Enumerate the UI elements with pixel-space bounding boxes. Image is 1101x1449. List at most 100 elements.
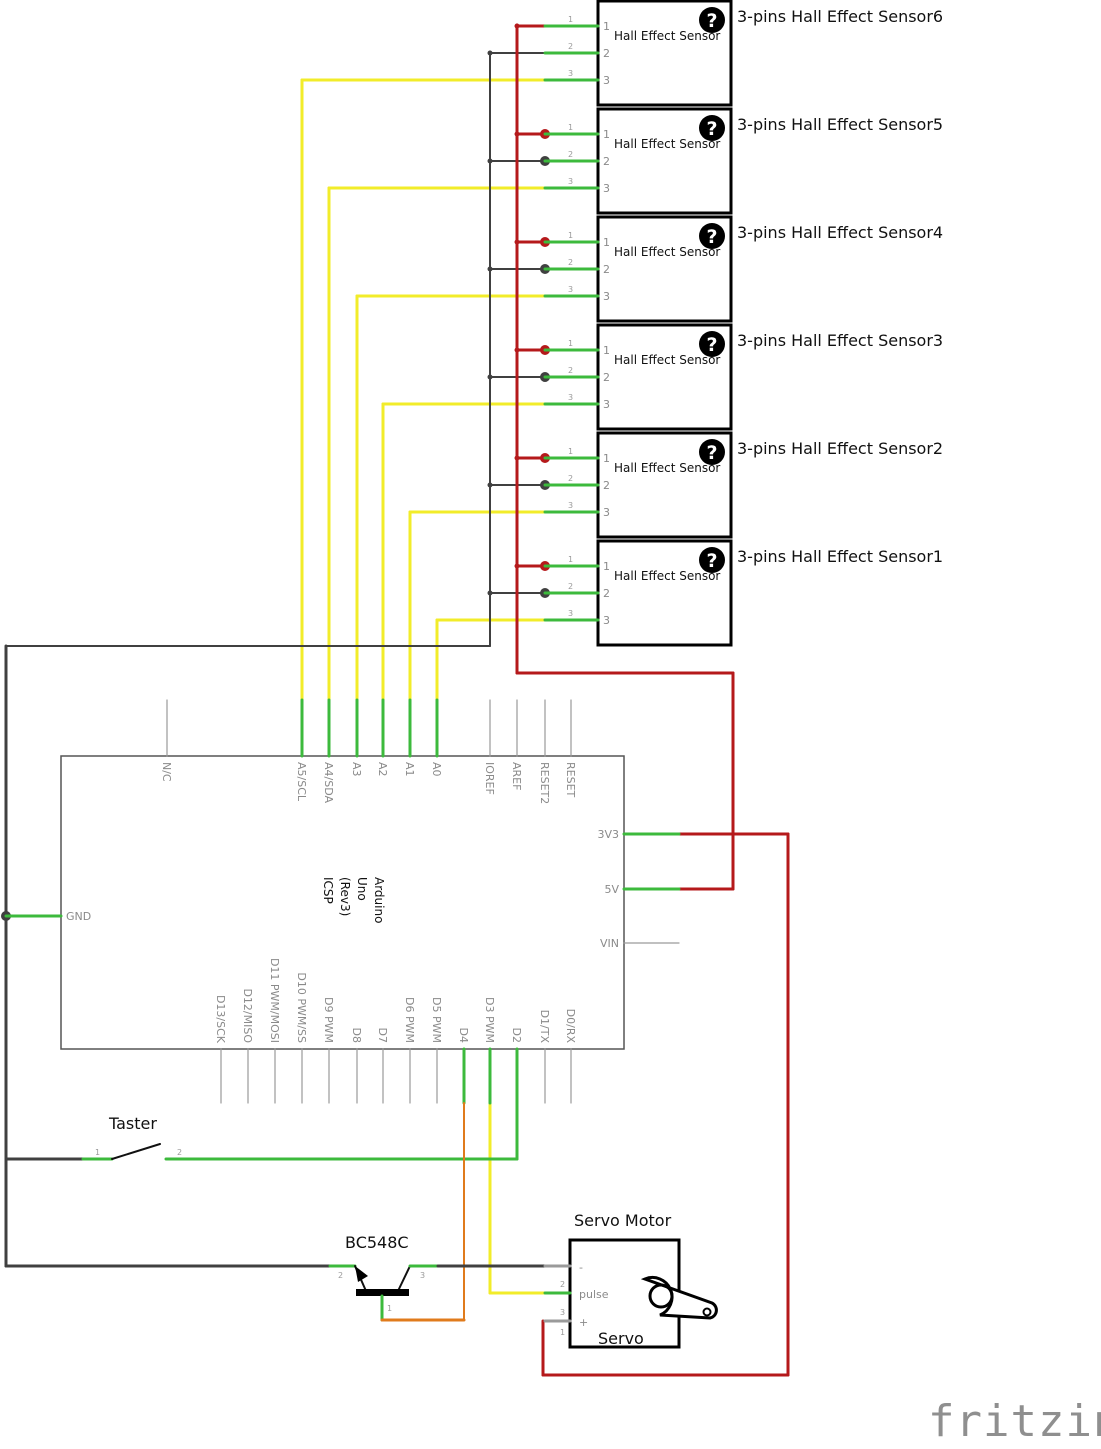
switch-lever — [111, 1143, 161, 1160]
pin-number: 2 — [568, 150, 573, 159]
pin-number: 3 — [568, 177, 573, 186]
pin-label: 2 — [603, 479, 610, 492]
question-icon-glyph: ? — [706, 550, 717, 572]
pin-label: D10 PWM/SS — [295, 972, 308, 1043]
sensor-label: Hall Effect Sensor — [614, 353, 720, 367]
pin-label: 1 — [603, 236, 610, 249]
servo-pin-label: - — [579, 1261, 583, 1274]
emitter-arrow — [355, 1266, 368, 1282]
servo-hub — [648, 1283, 674, 1309]
pin-number: 2 — [568, 474, 573, 483]
pin-number: 2 — [560, 1280, 565, 1289]
pin-label: D2 — [510, 1028, 523, 1043]
question-icon — [699, 331, 725, 357]
pin-label: D3 PWM — [483, 997, 496, 1043]
pin-number: 2 — [568, 258, 573, 267]
question-icon — [699, 7, 725, 33]
transistor-base-bar — [356, 1289, 409, 1296]
pin-number: 1 — [560, 1328, 565, 1337]
question-icon-glyph: ? — [706, 226, 717, 248]
sensor-title: 3-pins Hall Effect Sensor3 — [737, 331, 943, 350]
pin-number: 2 — [338, 1271, 343, 1280]
pin-label: 3 — [603, 398, 610, 411]
sensor-title: 3-pins Hall Effect Sensor6 — [737, 7, 943, 26]
pin-number: 1 — [568, 231, 573, 240]
servo-body — [568, 1238, 681, 1349]
question-icon — [699, 439, 725, 465]
servo-horn-hole — [702, 1307, 712, 1317]
pin-number: 3 — [420, 1271, 425, 1280]
pin-label: 3 — [603, 74, 610, 87]
sensor-label: Hall Effect Sensor — [614, 29, 720, 43]
pin-number: 2 — [568, 366, 573, 375]
pin-number: 1 — [387, 1304, 392, 1313]
pin-label: A5/SCL — [295, 762, 308, 802]
transistor-title: BC548C — [345, 1233, 409, 1252]
wires — [1, 23, 790, 1377]
pin-number: 2 — [568, 42, 573, 51]
pin-number: 1 — [568, 123, 573, 132]
question-icon — [699, 547, 725, 573]
arduino-name: Arduino — [372, 877, 386, 923]
pin-label: RESET2 — [538, 762, 551, 804]
pin-label: A1 — [403, 762, 416, 777]
pin-number: 3 — [568, 609, 573, 618]
collector — [397, 1265, 411, 1292]
servo-pin-label: + — [579, 1316, 588, 1329]
pin-number: 1 — [568, 15, 573, 24]
pin-label: 2 — [603, 587, 610, 600]
pin-label: RESET — [564, 762, 577, 798]
sensor-label: Hall Effect Sensor — [614, 245, 720, 259]
sensor-title: 3-pins Hall Effect Sensor5 — [737, 115, 943, 134]
servo-title: Servo Motor — [574, 1211, 672, 1230]
pin-label: 1 — [603, 128, 610, 141]
question-icon — [699, 115, 725, 141]
fritzing-watermark: fritzing — [928, 1396, 1101, 1447]
arduino-body — [60, 755, 625, 1050]
question-icon-glyph: ? — [706, 118, 717, 140]
pin-number: 3 — [568, 285, 573, 294]
pin-number: 3 — [568, 69, 573, 78]
question-icon-glyph: ? — [706, 442, 717, 464]
pin-number: 2 — [568, 582, 573, 591]
pin-label: 2 — [603, 155, 610, 168]
pin-label: IOREF — [483, 762, 496, 795]
pin-label: GND — [66, 910, 91, 923]
pin-number: 2 — [177, 1148, 182, 1157]
pin-label: 2 — [603, 263, 610, 276]
pin-label: D0/RX — [564, 1009, 577, 1044]
pin-label: 2 — [603, 47, 610, 60]
pin-label: D8 — [350, 1028, 363, 1043]
pin-label: D6 PWM — [403, 997, 416, 1043]
pin-label: 2 — [603, 371, 610, 384]
pin-label: AREF — [510, 762, 523, 790]
pin-label: 1 — [603, 344, 610, 357]
pin-label: D5 PWM — [430, 997, 443, 1043]
pin-label: D11 PWM/MOSI — [268, 958, 281, 1043]
pin-label: 3V3 — [597, 828, 619, 841]
servo-label: Servo — [598, 1329, 644, 1348]
pin-label: A3 — [350, 762, 363, 777]
pin-label: 3 — [603, 614, 610, 627]
pin-label: N/C — [160, 762, 173, 782]
pin-number: 1 — [568, 555, 573, 564]
pin-label: D12/MISO — [241, 988, 254, 1043]
pin-label: D4 — [457, 1028, 470, 1043]
arduino-name: (Rev3) — [338, 877, 352, 916]
pin-label: 1 — [603, 560, 610, 573]
sensor-label: Hall Effect Sensor — [614, 569, 720, 583]
servo-pin-label: pulse — [579, 1288, 609, 1301]
pin-number: 1 — [568, 339, 573, 348]
pin-label: A4/SDA — [322, 762, 335, 803]
pin-label: 1 — [603, 452, 610, 465]
